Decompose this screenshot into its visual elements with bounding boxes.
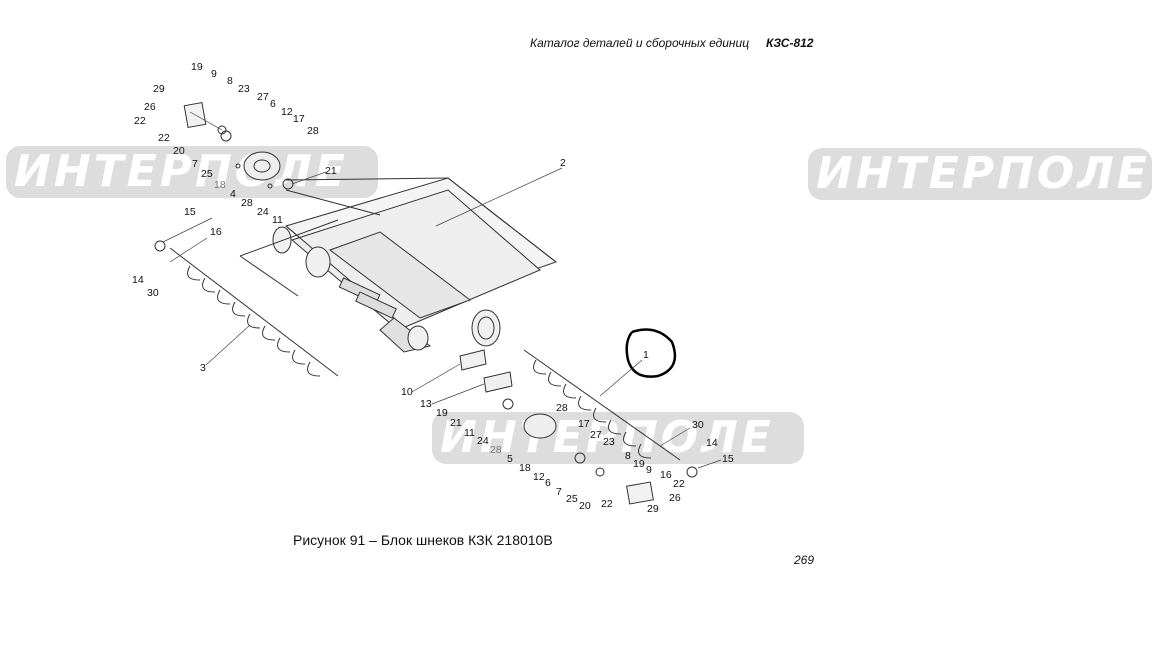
hopper-housing <box>284 177 558 353</box>
callout: 19 <box>191 61 203 73</box>
callout: 5 <box>507 453 513 465</box>
callout: 2 <box>560 157 566 169</box>
figure-caption: Рисунок 91 – Блок шнеков КЗК 218010В <box>293 532 553 548</box>
callout: 19 <box>436 407 448 419</box>
callout: 12 <box>281 106 293 118</box>
callout: 18 <box>214 179 226 191</box>
callout: 8 <box>227 75 233 87</box>
callout: 17 <box>578 418 590 430</box>
callout: 7 <box>556 486 562 498</box>
page-number: 269 <box>794 553 815 567</box>
right-auger <box>523 349 698 505</box>
callout: 26 <box>669 492 681 504</box>
callout: 6 <box>270 98 276 110</box>
callout: 30 <box>147 287 159 299</box>
callout: 27 <box>257 91 269 103</box>
catalog-title: Каталог деталей и сборочных единиц <box>530 36 750 50</box>
callout: 7 <box>192 158 198 170</box>
callout: 17 <box>293 113 305 125</box>
callout: 9 <box>646 464 652 476</box>
callout: 23 <box>238 83 250 95</box>
callout: 19 <box>633 458 645 470</box>
callout: 12 <box>533 471 545 483</box>
callout: 18 <box>519 462 531 474</box>
callout: 26 <box>144 101 156 113</box>
callout: 29 <box>647 503 659 515</box>
callout: 24 <box>257 206 269 218</box>
callout: 20 <box>173 145 185 157</box>
callout: 21 <box>450 417 462 429</box>
callout: 11 <box>272 214 283 226</box>
callout: 21 <box>325 165 337 177</box>
leader-lines <box>162 111 722 469</box>
callout: 28 <box>556 402 568 414</box>
callout: 22 <box>158 132 170 144</box>
callout: 8 <box>625 450 631 462</box>
lower-bearing-cluster <box>459 349 605 477</box>
callout: 30 <box>692 419 704 431</box>
callout: 15 <box>184 206 196 218</box>
callout: 23 <box>603 436 615 448</box>
page-header: Каталог деталей и сборочных единиц КЗС-8… <box>0 36 1152 54</box>
callout: 25 <box>201 168 213 180</box>
callout: 13 <box>420 398 432 410</box>
callout: 22 <box>134 115 146 127</box>
callout: 29 <box>153 83 165 95</box>
watermark-right-text: ИНТЕРПОЛЕ <box>816 148 1150 199</box>
callout: 14 <box>132 274 144 286</box>
callout: 20 <box>579 500 591 512</box>
callout: 28 <box>490 444 502 456</box>
callout: 16 <box>210 226 222 238</box>
callout: 4 <box>230 188 236 200</box>
callout: 9 <box>211 68 217 80</box>
model-name: КЗС-812 <box>766 36 814 50</box>
callout: 10 <box>401 386 413 398</box>
callout: 14 <box>706 437 718 449</box>
callout: 25 <box>566 493 578 505</box>
callout: 11 <box>464 427 475 439</box>
highlight-circle <box>625 328 677 378</box>
callout: 15 <box>722 453 734 465</box>
callout: 6 <box>545 477 551 489</box>
callout-labels: 19 9 29 8 26 23 22 27 6 12 22 17 28 20 7… <box>132 61 734 515</box>
outlet-pipes <box>272 226 501 351</box>
callout: 28 <box>241 197 253 209</box>
callout: 27 <box>590 429 602 441</box>
callout: 28 <box>307 125 319 137</box>
callout: 22 <box>673 478 685 490</box>
callout: 3 <box>200 362 206 374</box>
watermark-center-text: ИНТЕРПОЛЕ <box>440 412 774 463</box>
callout: 16 <box>660 469 672 481</box>
callout: 1 <box>643 349 649 361</box>
callout: 22 <box>601 498 613 510</box>
left-auger <box>154 219 339 377</box>
callout: 24 <box>477 435 489 447</box>
